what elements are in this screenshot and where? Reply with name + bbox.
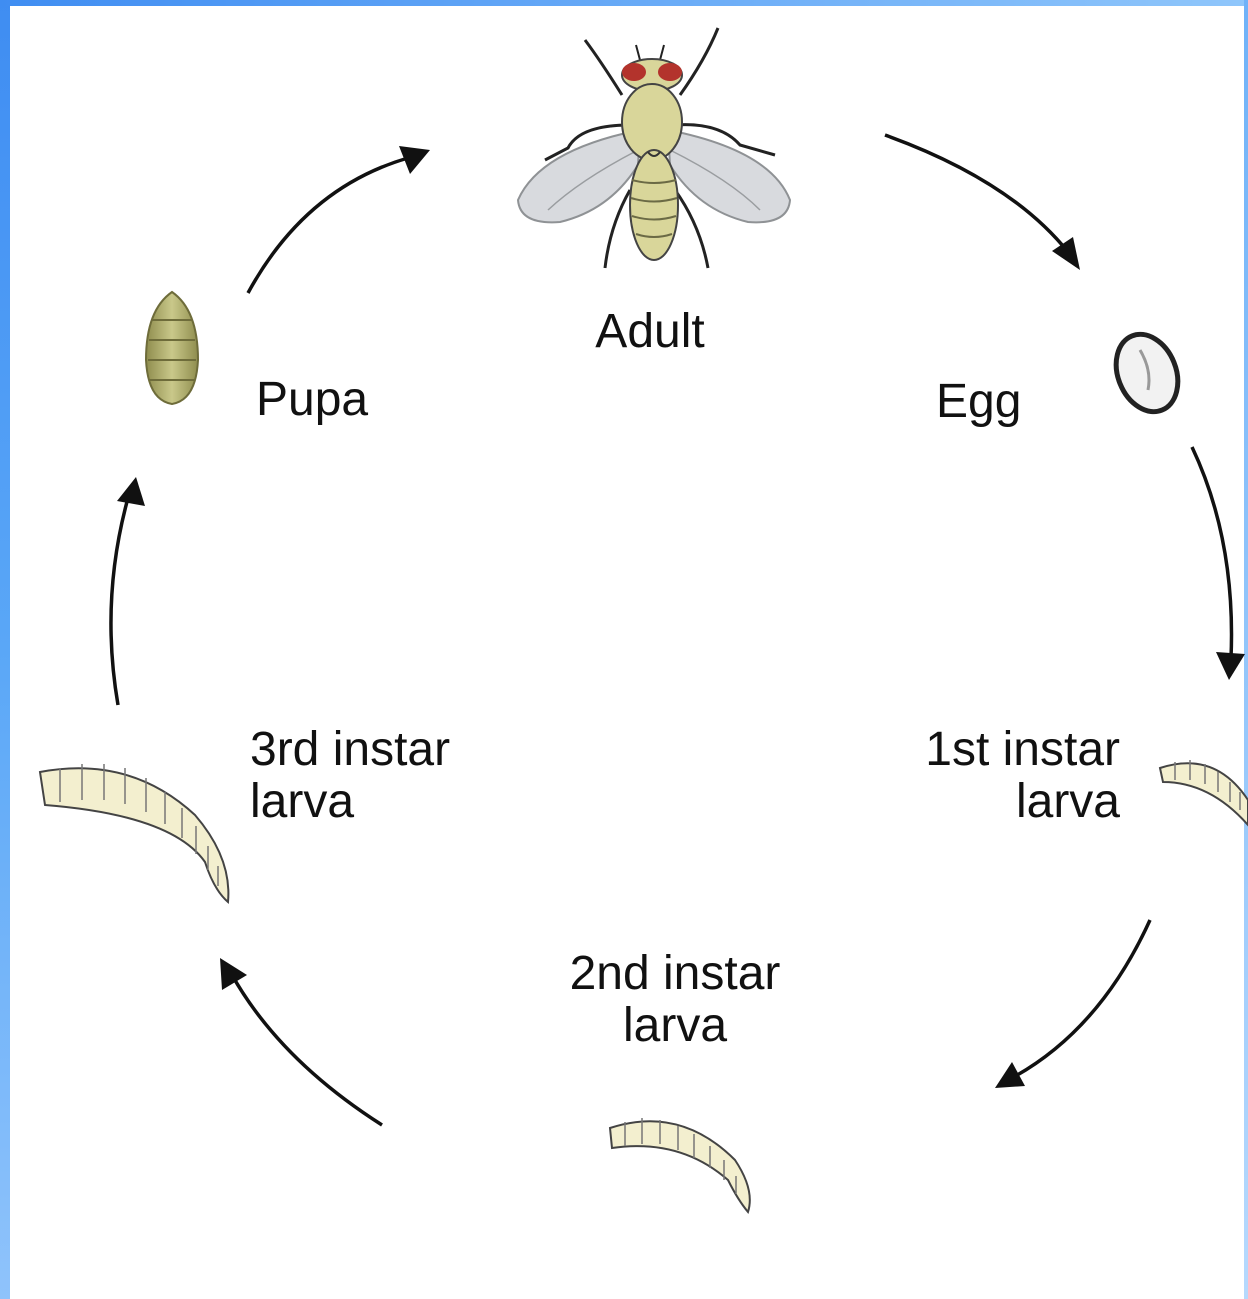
arrow-egg-to-first-instar bbox=[1192, 447, 1245, 680]
third-instar-label: 3rd instar larva bbox=[250, 724, 450, 828]
arrow-adult-to-egg bbox=[885, 135, 1080, 270]
third-instar-label-line1: 3rd instar bbox=[250, 724, 450, 776]
second-instar-label-line1: 2nd instar bbox=[545, 948, 805, 1000]
third-instar-larva-icon bbox=[40, 764, 228, 902]
arrow-second-to-third-instar bbox=[220, 958, 382, 1125]
third-instar-label-line2: larva bbox=[250, 776, 450, 828]
first-instar-label: 1st instar larva bbox=[880, 724, 1120, 828]
pupa-label: Pupa bbox=[256, 374, 368, 426]
first-instar-label-line1: 1st instar bbox=[880, 724, 1120, 776]
second-instar-label: 2nd instar larva bbox=[545, 948, 805, 1052]
adult-label: Adult bbox=[560, 306, 740, 358]
arrow-third-instar-to-pupa bbox=[111, 477, 145, 705]
arrow-first-to-second-instar bbox=[995, 920, 1150, 1088]
second-instar-larva-icon bbox=[610, 1118, 750, 1212]
pupa-icon bbox=[146, 292, 198, 404]
first-instar-label-line2: larva bbox=[880, 776, 1120, 828]
egg-label: Egg bbox=[936, 376, 1021, 428]
egg-icon bbox=[1105, 325, 1189, 421]
first-instar-larva-icon bbox=[1160, 760, 1248, 825]
arrow-pupa-to-adult bbox=[248, 146, 430, 293]
second-instar-label-line2: larva bbox=[545, 1000, 805, 1052]
adult-fly-icon bbox=[518, 28, 790, 268]
